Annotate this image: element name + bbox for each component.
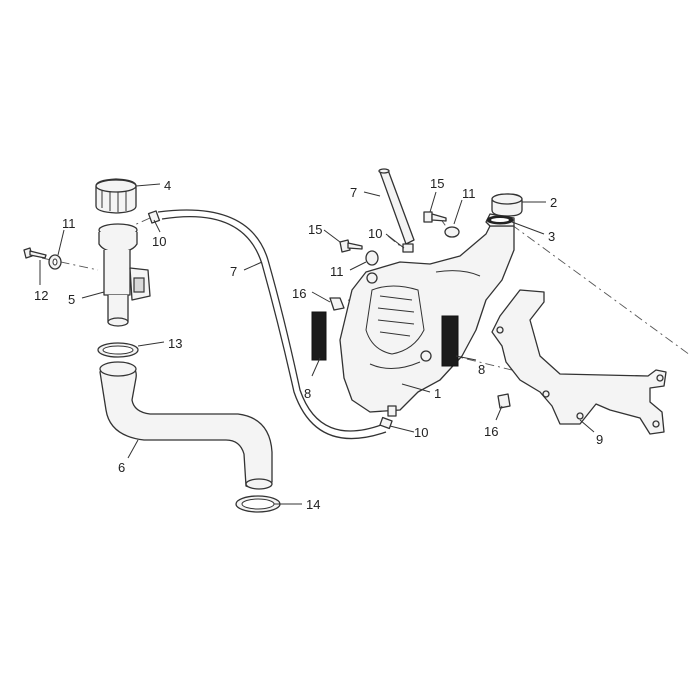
callout-8: 8: [478, 362, 485, 377]
callout-15: 15: [308, 222, 322, 237]
foam-pad-right: [441, 315, 459, 367]
o-ring: [486, 215, 514, 225]
callout-8: 8: [304, 386, 311, 401]
washer-11-mid: [365, 250, 379, 266]
callout-16: 16: [292, 286, 306, 301]
hose-fitting: [147, 210, 414, 430]
callout-11: 11: [62, 216, 76, 231]
expansion-neck: [98, 223, 151, 327]
bolt-15-mid: [339, 239, 363, 253]
callout-12: 12: [34, 288, 48, 303]
callout-10: 10: [414, 425, 428, 440]
callout-3: 3: [548, 229, 555, 244]
callout-6: 6: [118, 460, 125, 475]
callout-leaders: [39, 183, 595, 505]
callout-15: 15: [430, 176, 444, 191]
callout-2: 2: [550, 195, 557, 210]
washer-11-left: [48, 254, 62, 270]
overflow-hose-long: [157, 209, 387, 440]
foam-pad-left: [311, 311, 327, 361]
callout-13: 13: [168, 336, 182, 351]
callout-7: 7: [230, 264, 237, 279]
bolt-15-upper: [423, 211, 447, 223]
hose-clamp-bottom: [235, 495, 281, 513]
callout-5: 5: [68, 292, 75, 307]
callout-labels: 4 11 12 5 10 13 6 14 7 7 10 15 11 15 11 …: [34, 176, 603, 512]
callout-9: 9: [596, 432, 603, 447]
filler-cap: [95, 178, 137, 214]
mounting-bracket: [491, 289, 667, 435]
bolt-16-right: [497, 393, 511, 409]
callout-14: 14: [306, 497, 320, 512]
bolt-12: [23, 247, 47, 259]
callout-16: 16: [484, 424, 498, 439]
callout-4: 4: [164, 178, 171, 193]
washer-11-upper: [444, 226, 460, 238]
callout-7: 7: [350, 185, 357, 200]
tank-cap: [491, 193, 523, 217]
hose-clamp-top: [97, 342, 139, 358]
callout-11: 11: [462, 186, 476, 201]
callout-11: 11: [330, 264, 344, 279]
bolt-16-left: [329, 297, 345, 311]
callout-1: 1: [434, 386, 441, 401]
callout-10: 10: [368, 226, 382, 241]
radiator-hose: [99, 361, 273, 490]
overflow-hose-short: [378, 168, 415, 245]
coolant-tank: [339, 213, 515, 417]
callout-10: 10: [152, 234, 166, 249]
